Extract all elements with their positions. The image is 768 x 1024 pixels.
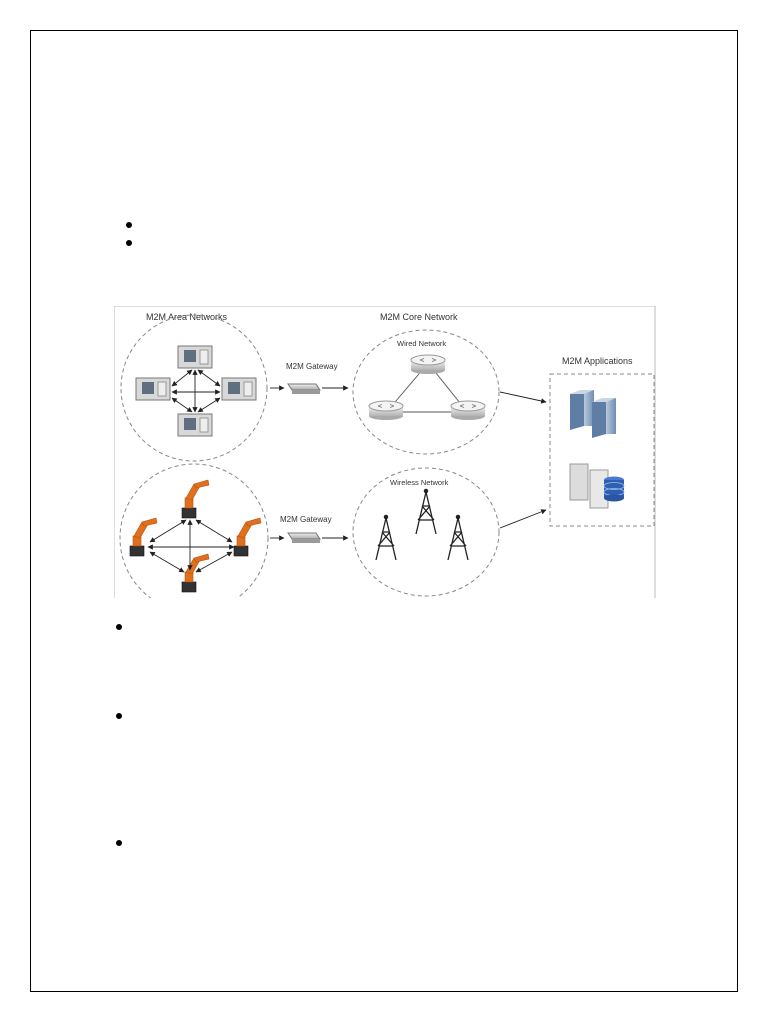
router-icon bbox=[368, 400, 404, 420]
area-networks-title: M2M Area Networks bbox=[146, 312, 228, 322]
cell-tower-icon bbox=[447, 514, 469, 561]
database-server-icon bbox=[569, 463, 625, 509]
bullet-4 bbox=[116, 713, 122, 719]
area-network-top-links bbox=[171, 369, 221, 413]
bullet-1 bbox=[126, 222, 132, 228]
router-icon bbox=[410, 354, 446, 374]
server-icon bbox=[570, 390, 616, 438]
bullet-3 bbox=[116, 624, 122, 630]
wireless-network-circle bbox=[352, 467, 500, 597]
cnc-machine-icon bbox=[221, 377, 257, 401]
m2m-architecture-diagram: M2M Area Networks M2M Core Network M2M A… bbox=[114, 306, 656, 598]
cell-tower-icon bbox=[375, 514, 397, 561]
cnc-machine-icon bbox=[177, 345, 213, 369]
robot-arm-icon bbox=[181, 553, 210, 593]
gateway-bottom-label: M2M Gateway bbox=[280, 515, 332, 524]
cnc-machine-icon bbox=[135, 377, 171, 401]
cnc-machine-icon bbox=[177, 413, 213, 437]
router-icon bbox=[450, 400, 486, 420]
cell-tower-icon bbox=[415, 488, 437, 535]
gateway-switch-icon bbox=[287, 383, 321, 394]
bullet-2 bbox=[126, 240, 132, 246]
gateway-switch-icon bbox=[287, 532, 321, 543]
area-network-bottom-circle bbox=[119, 463, 269, 598]
applications-title: M2M Applications bbox=[562, 356, 633, 366]
page-frame bbox=[30, 30, 738, 992]
bullet-5 bbox=[116, 840, 122, 846]
gateway-top-label: M2M Gateway bbox=[286, 362, 338, 371]
wired-network-circle bbox=[352, 329, 500, 455]
core-network-title: M2M Core Network bbox=[380, 312, 458, 322]
area-network-bottom-links bbox=[147, 519, 235, 573]
wired-network-label: Wired Network bbox=[397, 339, 446, 348]
robot-arm-icon bbox=[233, 517, 262, 557]
applications-box bbox=[549, 373, 655, 527]
robot-arm-icon bbox=[129, 517, 158, 557]
robot-arm-icon bbox=[181, 479, 210, 519]
wireless-network-label: Wireless Network bbox=[390, 478, 449, 487]
area-network-top-circle bbox=[120, 314, 268, 462]
